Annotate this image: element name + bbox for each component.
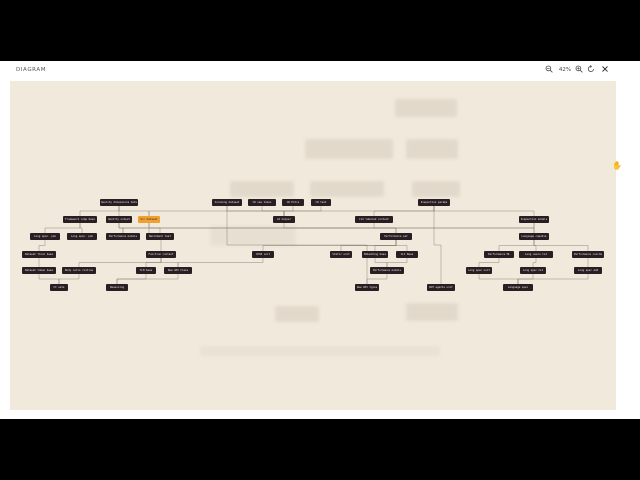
diagram-node[interactable]: Dataset token base xyxy=(22,267,56,274)
diagram-node[interactable]: Long spec. pub xyxy=(30,233,60,240)
window-header: DIAGRAM 42% xyxy=(0,61,640,81)
background-shape xyxy=(210,226,296,246)
diagram-node[interactable]: Long spec add xyxy=(574,267,602,274)
diagram-node[interactable]: Quality dimensions data xyxy=(100,199,138,206)
diagram-node[interactable]: CR test xyxy=(311,199,331,206)
diagram-node[interactable]: Inspection models xyxy=(519,216,549,223)
background-shape xyxy=(275,306,319,322)
diagram-node[interactable]: Reasoning xyxy=(106,284,128,291)
background-shape xyxy=(406,303,458,321)
diagram-edge xyxy=(386,258,408,267)
background-shape xyxy=(395,99,457,117)
diagram-node[interactable]: Long spec CLI xyxy=(520,267,546,274)
diagram-node[interactable]: Performance coords xyxy=(572,251,604,258)
diagram-node[interactable]: CR new token xyxy=(248,199,276,206)
zoom-out-icon[interactable] xyxy=(544,65,554,76)
diagram-edge xyxy=(532,258,537,267)
diagram-edge xyxy=(116,274,179,284)
background-shape xyxy=(305,139,393,159)
diagram-node[interactable]: CI sets xyxy=(50,284,68,291)
background-shape xyxy=(310,181,384,197)
zoom-in-icon[interactable] xyxy=(574,65,584,76)
diagram-edge xyxy=(38,240,46,251)
diagram-node[interactable]: Embedding base xyxy=(362,251,388,258)
diagram-edge xyxy=(79,223,83,233)
background-shape xyxy=(406,139,458,159)
diagram-node[interactable]: Long spec unit xyxy=(466,267,492,274)
diagram-node[interactable]: CLI Base xyxy=(396,251,418,258)
close-icon[interactable] xyxy=(600,65,610,76)
diagram-node[interactable]: Performance models xyxy=(106,233,140,240)
window-title: DIAGRAM xyxy=(16,67,47,73)
diagram-node[interactable]: Dataset final base xyxy=(22,251,56,258)
diagram-node[interactable]: AI helper xyxy=(273,216,295,223)
diagram-node[interactable]: Language spec xyxy=(503,284,533,291)
diagram-node[interactable]: Long users CLI xyxy=(519,251,553,258)
diagram-node[interactable]: Language capable xyxy=(519,233,549,240)
diagram-edge xyxy=(478,258,500,267)
diagram-node[interactable]: TLM base xyxy=(136,267,156,274)
diagram-node[interactable]: New API types xyxy=(355,284,379,291)
diagram-node[interactable]: Static unit xyxy=(330,251,352,258)
diagram-node[interactable]: Performance set xyxy=(380,233,412,240)
diagram-node[interactable]: Framework comp base xyxy=(63,216,97,223)
background-shape xyxy=(230,181,294,197)
diagram-node[interactable]: Function content xyxy=(146,251,176,258)
diagram-node[interactable]: Body cells routine xyxy=(62,267,96,274)
zoom-level: 42% xyxy=(558,67,572,73)
diagram-node[interactable]: Quality output xyxy=(106,216,132,223)
diagram-node[interactable]: NOT agents unit xyxy=(427,284,455,291)
cursor-hand-icon: ✋ xyxy=(612,161,622,170)
diagram-node[interactable]: Inspection params xyxy=(418,199,450,206)
diagram-node[interactable]: CLI labeled content xyxy=(355,216,393,223)
diagram-edge xyxy=(226,206,368,284)
diagram-node[interactable]: Long spec. pub xyxy=(67,233,97,240)
diagram-edge xyxy=(58,274,80,284)
diagram-node[interactable]: Benchmark test xyxy=(146,233,174,240)
diagram-edge xyxy=(533,240,589,251)
diagram-edge xyxy=(433,206,442,284)
diagram-node[interactable]: CPSE unit xyxy=(252,251,274,258)
diagram-edge xyxy=(478,274,519,284)
background-shape xyxy=(200,346,440,356)
diagram-node[interactable]: New API Class xyxy=(164,267,192,274)
diagram-node[interactable]: Performance models xyxy=(370,267,404,274)
diagram-node[interactable]: Src dataset xyxy=(138,216,160,223)
diagram-node[interactable]: Performance ML xyxy=(484,251,514,258)
diagram-edge xyxy=(395,240,408,251)
diagram-node[interactable]: Incoming dataset xyxy=(212,199,242,206)
diagram-node[interactable]: CR Extra xyxy=(282,199,304,206)
diagram-edge xyxy=(177,258,264,267)
background-shape xyxy=(412,181,460,197)
rotate-icon[interactable] xyxy=(586,65,596,76)
